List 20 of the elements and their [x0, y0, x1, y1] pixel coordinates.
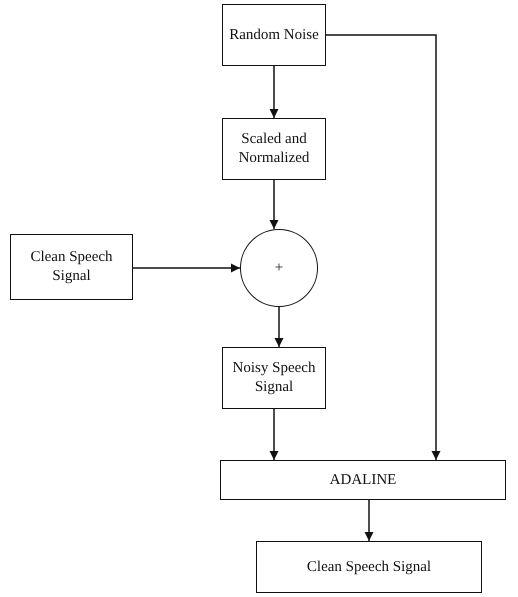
process-box: [220, 460, 506, 500]
arrow: [270, 409, 278, 460]
arrow: [270, 66, 278, 118]
box-label: Clean Speech Signal: [306, 558, 432, 576]
arrow: [270, 180, 278, 229]
arrow: [274, 307, 284, 347]
box-label: Noisy Speech Signal: [232, 359, 316, 397]
process-box: [222, 347, 326, 409]
box-label: ADALINE: [328, 470, 398, 490]
box-label: Scaled and Normalized: [238, 130, 310, 168]
arrow: [133, 264, 240, 272]
arrow: [364, 500, 374, 541]
plus-sign: +: [274, 258, 284, 278]
process-box: [10, 234, 133, 300]
process-box: [222, 118, 326, 180]
process-box: [222, 4, 326, 66]
process-box: [256, 541, 482, 593]
box-label: Random Noise: [228, 26, 320, 44]
box-label: Clean Speech Signal: [29, 248, 114, 286]
arrow: [326, 34, 440, 460]
